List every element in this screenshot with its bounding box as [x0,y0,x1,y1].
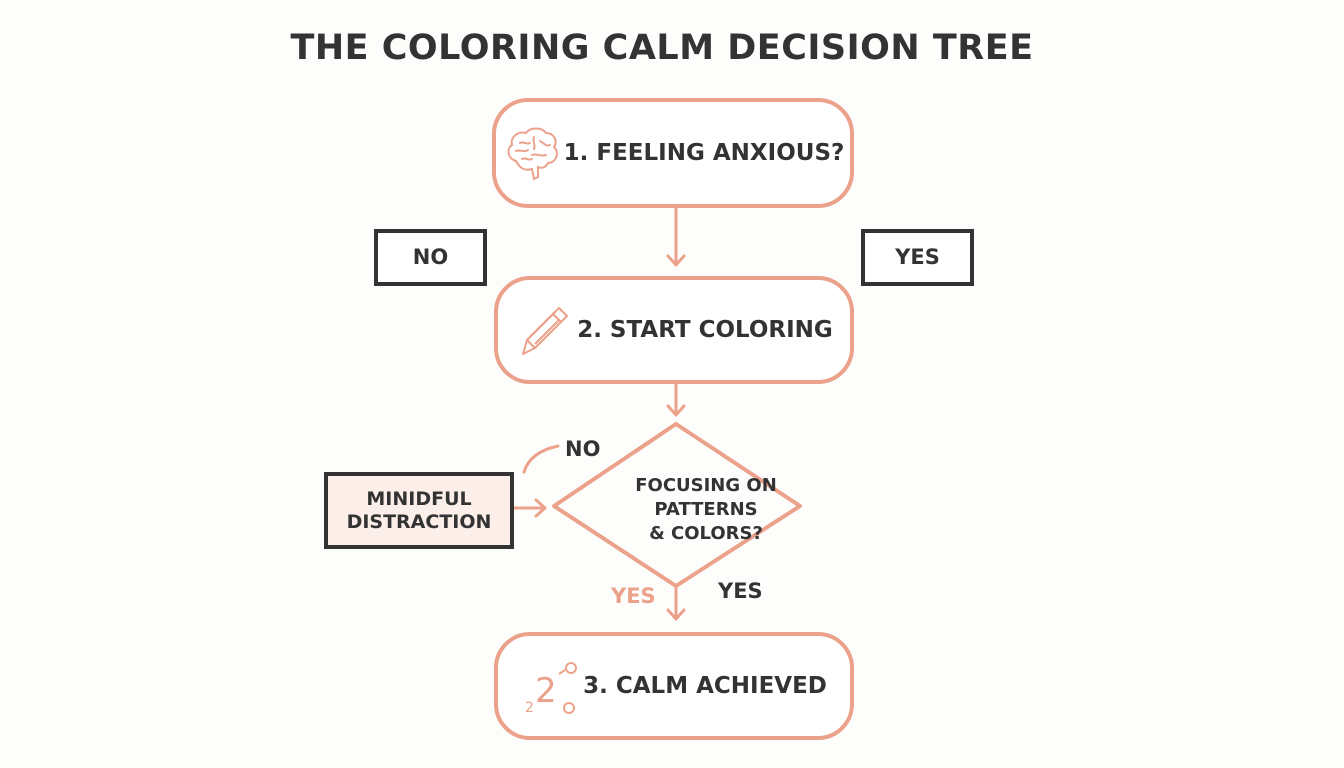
step-1-label: 1. FEELING ANXIOUS? [563,140,845,166]
step-start-coloring: 2. START COLORING [494,276,854,384]
page-title: THE COLORING CALM DECISION TREE [290,28,1034,68]
decision-question: FOCUSING ON PATTERNS & COLORS? [635,475,777,544]
yes-box: YES [861,229,974,286]
step-feeling-anxious: 1. FEELING ANXIOUS? [492,98,854,208]
decision-yes-left-label: YES [611,584,656,608]
step-calm-achieved: 2 2 3. CALM ACHIEVED [494,632,854,740]
no-box: NO [374,229,487,286]
step-3-label: 3. CALM ACHIEVED [583,673,827,699]
svg-text:2: 2 [525,700,534,716]
decision-no-label: NO [565,437,601,461]
decision-yes-right-label: YES [718,579,763,603]
step-2-label: 2. START COLORING [577,317,833,343]
svg-text:2: 2 [535,671,557,711]
pencil-icon [522,307,569,355]
numbers-icon: 2 2 [525,662,578,716]
brain-icon [507,127,558,181]
mindful-distraction-box: MINIDFUL DISTRACTION [324,472,514,549]
